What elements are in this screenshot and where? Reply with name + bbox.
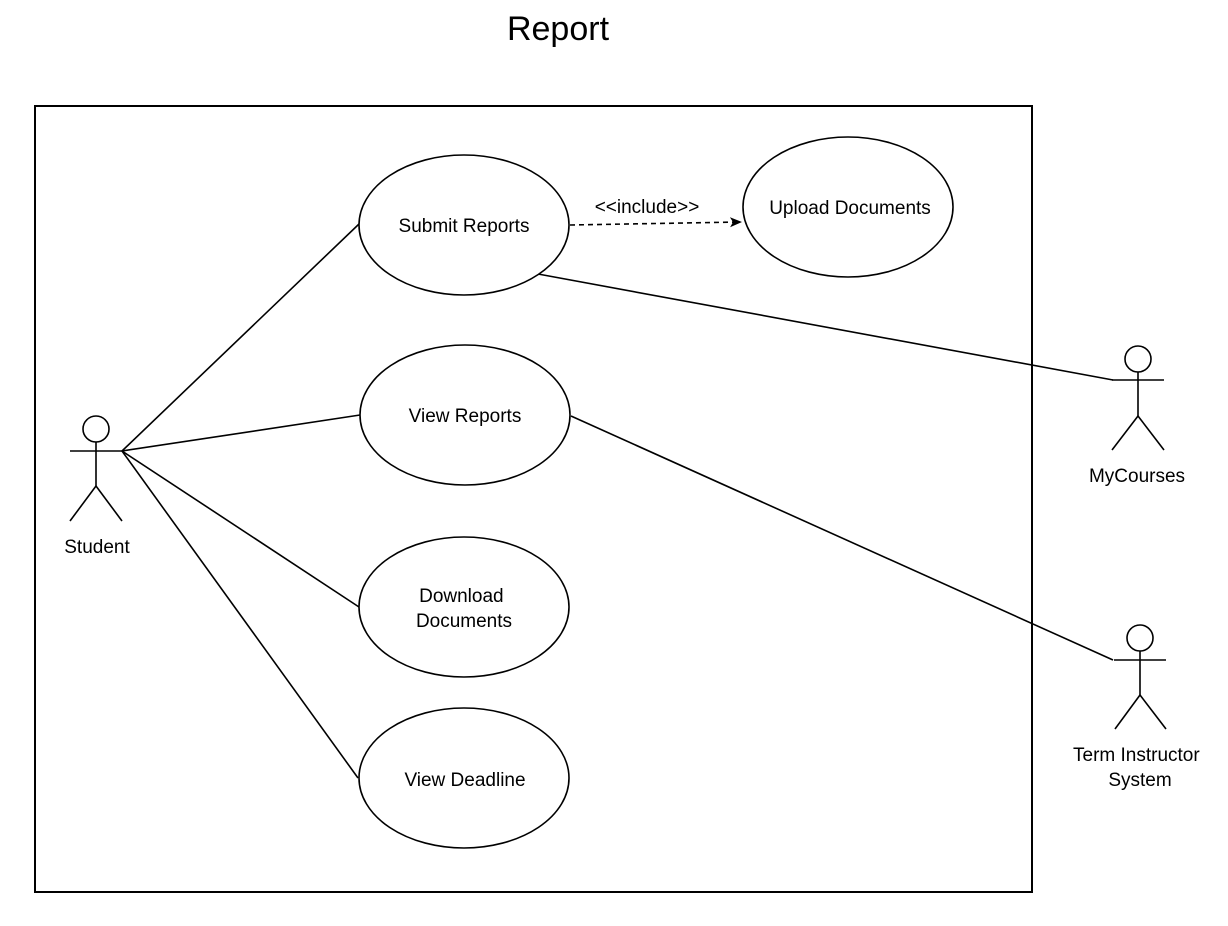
use-case-view-deadline: View Deadline [358,707,570,849]
actor-head [82,415,110,443]
association-view-reports-term-instructor-system [570,415,1114,661]
use-case-upload-documents: Upload Documents [742,136,954,278]
actor-right-leg [1139,694,1167,730]
actor-student [69,415,123,522]
use-case-label-line-1: Download [419,586,504,607]
actor-right-leg [1137,415,1165,451]
actor-left-leg [1114,694,1141,730]
actor-mycourses [1111,345,1165,451]
use-case-ellipse [359,344,571,486]
use-case-submit-reports: Submit Reports [358,154,570,296]
use-case-label: Upload Documents [769,198,931,219]
use-case-ellipse [358,707,570,849]
use-case-ellipse [358,154,570,296]
use-case-view-reports: View Reports [359,344,571,486]
diagram-title: Report [507,10,610,48]
actor-label-mycourses: MyCourses [1089,466,1185,487]
use-case-label: View Reports [409,406,522,427]
actor-head [1126,624,1154,652]
include-label: <<include>> [595,197,700,218]
actor-left-leg [69,485,97,522]
association-student-view-reports [121,414,361,452]
actor-right-leg [95,485,123,522]
actor-head [1124,345,1152,373]
actor-label-line-1: Term Instructor [1073,745,1200,766]
use-case-download-documents: Download Documents [358,536,570,678]
actor-term-instructor-system [1114,624,1167,730]
use-case-ellipse [358,536,570,678]
use-case-ellipse [742,136,954,278]
include-arrow [569,217,742,228]
use-case-label: Download Documents [416,586,512,632]
actor-label-student: Student [64,537,130,558]
actor-label-term-instructor-system: Term Instructor System [1073,745,1205,791]
use-case-label: Submit Reports [399,216,530,237]
use-case-label: View Deadline [404,770,525,791]
actor-label-line-2: System [1108,770,1171,791]
association-student-view-deadline [121,450,359,779]
association-student-download-documents [121,450,360,608]
association-student-submit-reports [121,223,360,452]
actor-left-leg [1111,415,1139,451]
association-submit-reports-mycourses [537,273,1114,381]
associations [121,223,1114,779]
use-case-label-line-2: Documents [416,611,512,632]
system-boundary [34,105,1033,893]
